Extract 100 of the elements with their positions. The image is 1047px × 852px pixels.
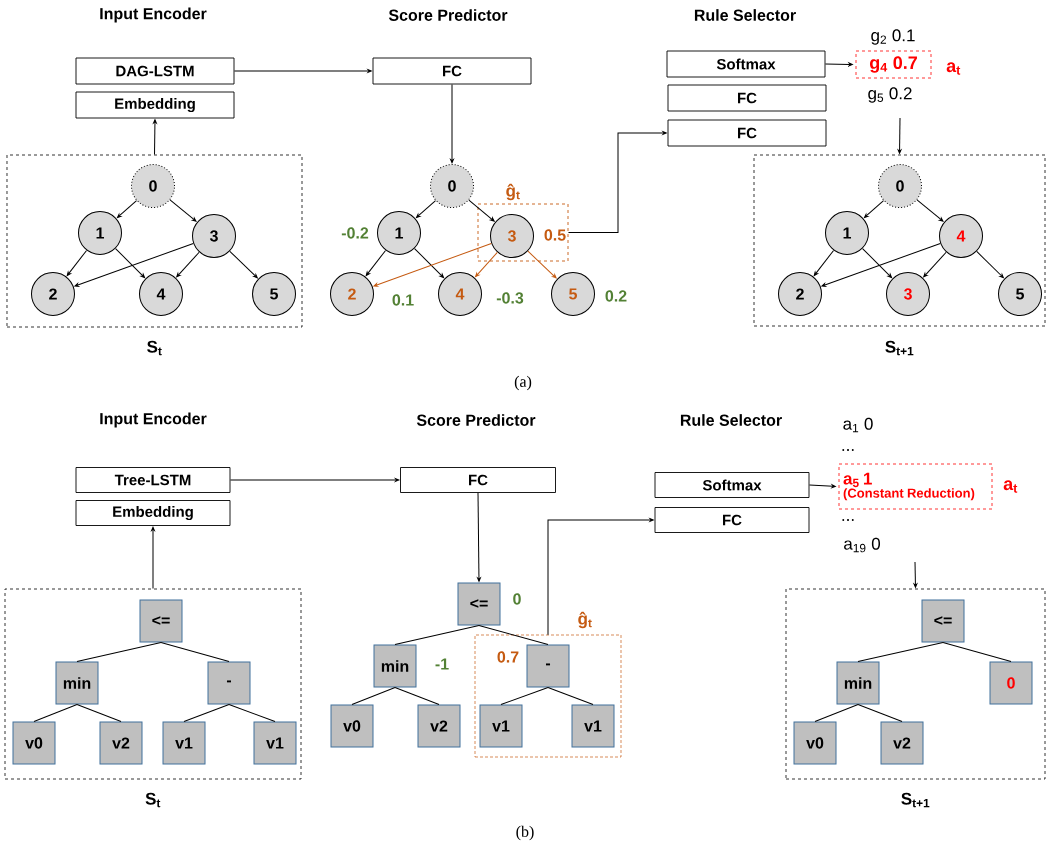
- graph-node: 5: [551, 272, 595, 316]
- graph-node: 2: [778, 272, 822, 316]
- score-label: 0.2: [605, 290, 627, 302]
- tree-node: v2: [417, 704, 461, 748]
- tree-edge: [351, 687, 396, 705]
- arrow: [477, 492, 481, 582]
- graph-node: 5: [252, 272, 296, 316]
- score-label: 0.5: [544, 229, 566, 241]
- arrow: [976, 250, 1004, 279]
- probability-label: a$_{19}$ 0: [844, 537, 881, 553]
- state-label: S$_{t+1}$: [901, 792, 930, 808]
- layer-box: FC: [372, 57, 532, 85]
- graph-node: 4: [438, 272, 482, 316]
- arrow: [415, 200, 437, 219]
- tree-node: v2: [880, 721, 924, 765]
- arrow: [153, 119, 157, 156]
- tree-edge: [814, 704, 859, 722]
- graph-node: 0: [430, 164, 474, 208]
- action-label: a$_{t}$: [946, 62, 961, 75]
- tree-edge: [500, 687, 549, 705]
- tree-edge: [394, 625, 480, 645]
- score-label: -1: [435, 658, 449, 670]
- panel-title: Input Encoder: [100, 7, 207, 23]
- graph-node: 1: [78, 211, 122, 255]
- arrow: [151, 526, 155, 590]
- arrow: [414, 248, 445, 279]
- layer-box: FC: [667, 119, 827, 147]
- action-label: a$_{t}$: [1003, 480, 1018, 493]
- layer-box: DAG-LSTM: [75, 57, 235, 85]
- tree-node: v1: [571, 704, 615, 748]
- arrow: [66, 249, 88, 277]
- probability-label: g$_{2}$ 0.1: [871, 29, 915, 45]
- layer-box: Softmax: [666, 50, 826, 78]
- graph-node: 4: [939, 214, 983, 258]
- tree-node: min: [373, 644, 417, 688]
- panel-title: Input Encoder: [100, 412, 207, 428]
- arrow: [547, 518, 654, 636]
- graph-node: 0: [878, 164, 922, 208]
- arrow: [468, 199, 495, 222]
- graph-node: 4: [139, 272, 183, 316]
- arrow: [862, 248, 893, 279]
- tree-edge: [76, 642, 162, 662]
- tree-node: v1: [479, 704, 523, 748]
- probability-label: ...: [842, 519, 854, 521]
- score-label: -0.2: [341, 227, 369, 239]
- arrow: [373, 243, 492, 287]
- arrow: [116, 200, 138, 219]
- tree-node: v1: [162, 721, 206, 765]
- tree-node: v0: [12, 721, 56, 765]
- state-label: S$_{t+1}$: [885, 340, 914, 356]
- tree-node: <=: [921, 599, 965, 643]
- graph-node: 1: [825, 211, 869, 255]
- probability-label: a$_{1}$ 0: [843, 417, 873, 433]
- graph-node: 5: [998, 272, 1042, 316]
- arrow: [897, 117, 902, 154]
- layer-box: FC: [654, 507, 810, 533]
- selection-label: ĝ$_{t}$: [506, 183, 520, 201]
- tree-node: v0: [793, 721, 837, 765]
- arrow: [923, 251, 947, 278]
- arrow: [527, 250, 557, 279]
- tree-edge: [547, 687, 594, 705]
- probability-label: ...: [842, 449, 854, 451]
- selection-label: ĝ$_{t}$: [578, 611, 592, 629]
- tree-node: v2: [99, 721, 143, 765]
- tree-edge: [857, 704, 903, 722]
- panel-title: Rule Selector: [694, 9, 796, 21]
- tree-node: -: [526, 644, 570, 688]
- tree-node: v0: [330, 704, 374, 748]
- tree-node: v1: [253, 721, 297, 765]
- arrow: [813, 249, 835, 277]
- tree-node: <=: [139, 599, 183, 643]
- arrow: [450, 83, 454, 164]
- probability-label: g$_{5}$ 0.2: [868, 87, 912, 103]
- graph-node: 3: [192, 214, 236, 258]
- layer-box: FC: [667, 84, 827, 112]
- tree-edge: [183, 704, 230, 722]
- graph-node: 3: [490, 214, 534, 258]
- tree-edge: [857, 642, 944, 662]
- arrow: [863, 200, 885, 219]
- score-label: 0.7: [497, 651, 519, 663]
- arrow: [913, 561, 918, 588]
- layer-box: Embedding: [75, 91, 235, 119]
- score-label: -0.3: [496, 292, 524, 304]
- arrow: [916, 199, 944, 222]
- state-label: S$_{t}$: [147, 340, 162, 356]
- subfigure-label: (a): [514, 375, 532, 391]
- tree-edge: [942, 642, 1012, 662]
- arrow: [233, 69, 372, 73]
- arrow: [475, 251, 498, 278]
- arrow: [115, 248, 145, 279]
- tree-edge: [76, 704, 122, 722]
- score-label: 0: [513, 593, 521, 605]
- arrow: [808, 484, 836, 489]
- tree-edge: [478, 625, 549, 645]
- arrow: [176, 251, 200, 278]
- layer-box: Embedding: [75, 500, 231, 526]
- arrow: [229, 478, 400, 482]
- tree-edge: [160, 642, 230, 662]
- graph-node: 2: [31, 272, 75, 316]
- arrow: [567, 131, 667, 233]
